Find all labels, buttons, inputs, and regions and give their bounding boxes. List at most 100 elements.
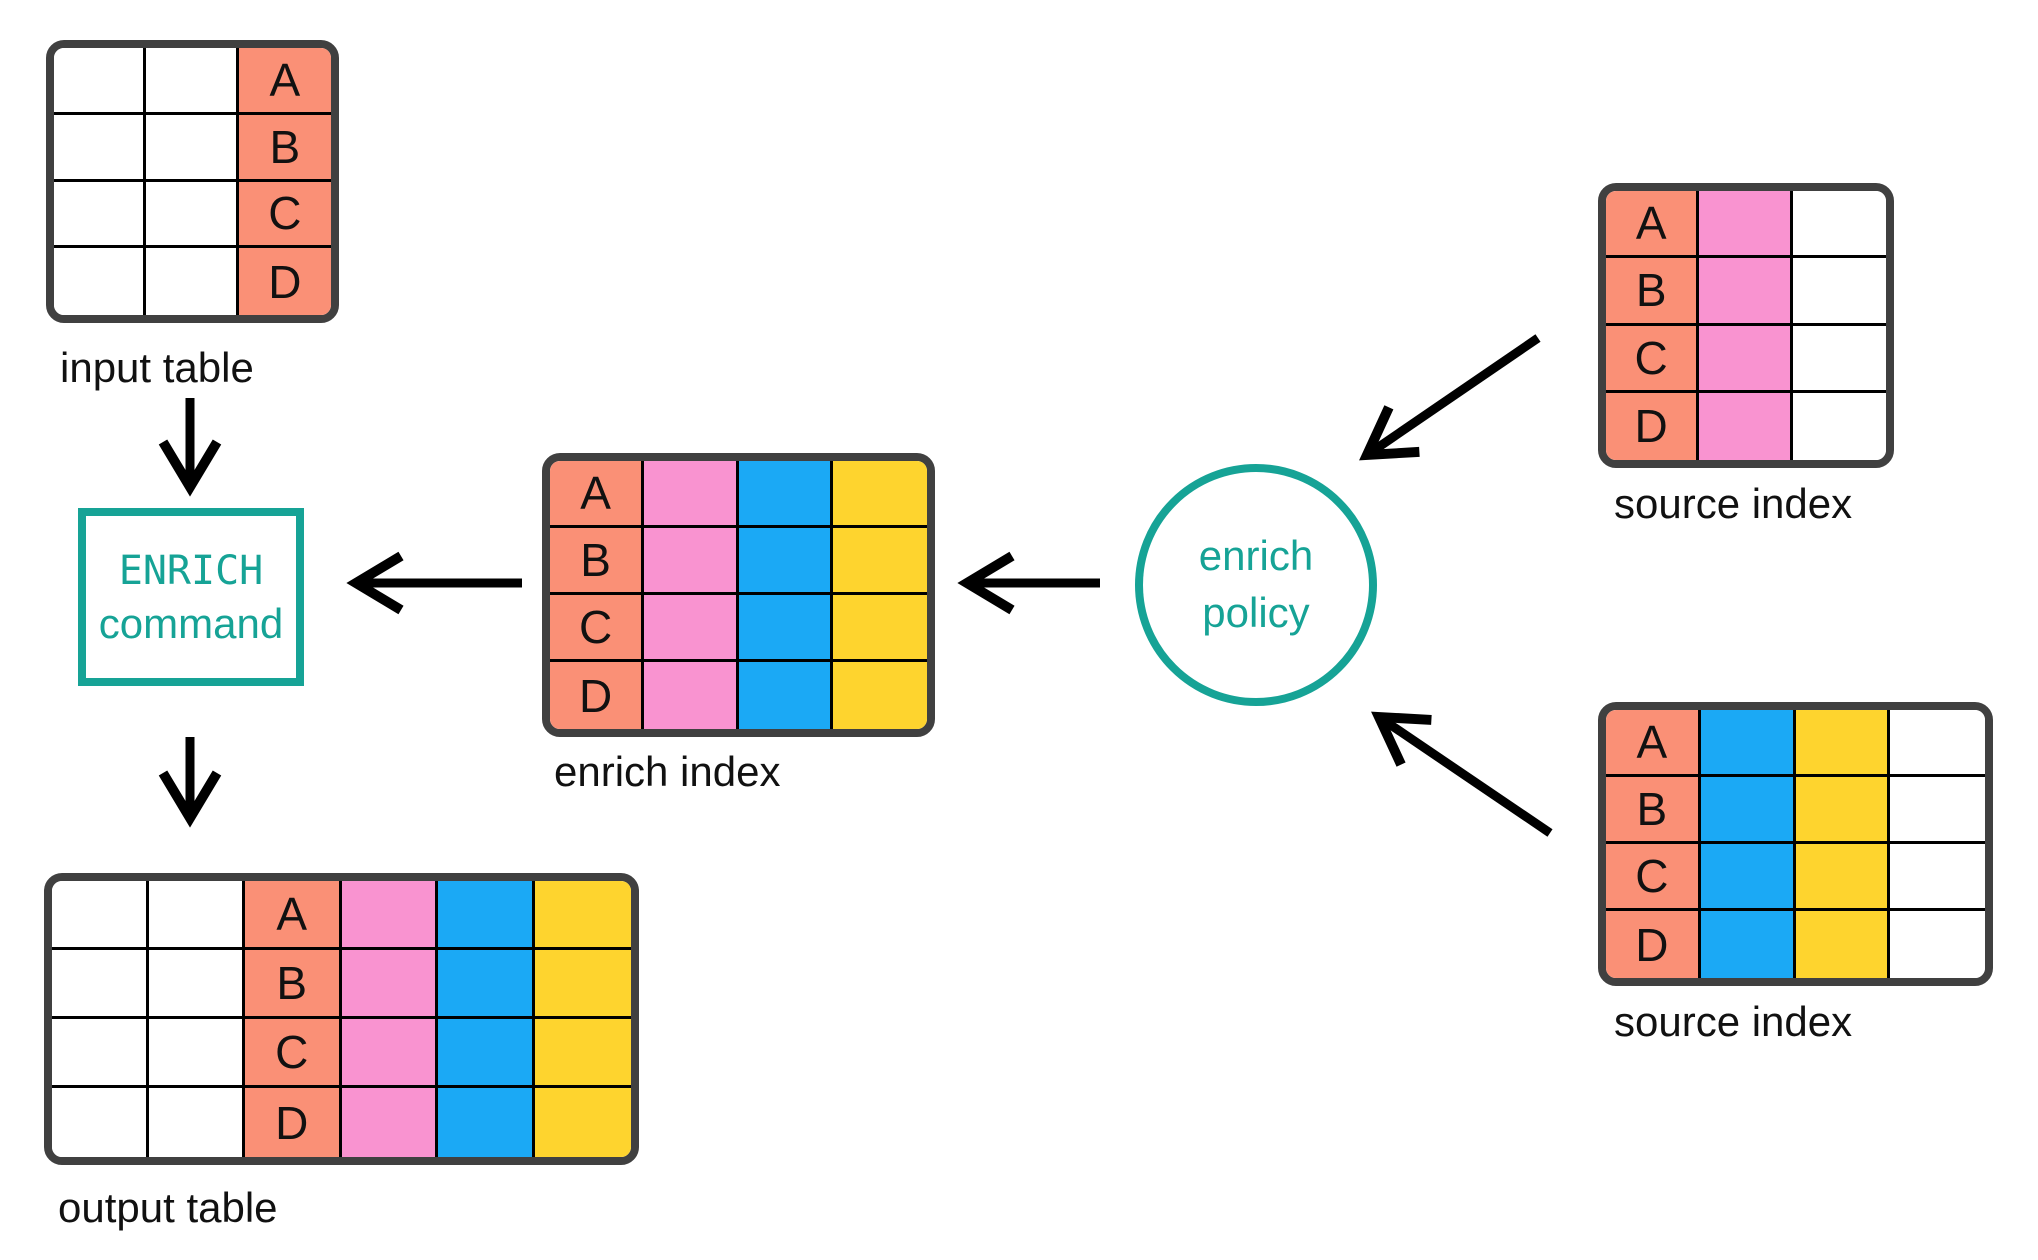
table-cell: D (1606, 911, 1701, 978)
table-cell (341, 950, 438, 1019)
enrich-command-keyword: ENRICH (118, 547, 264, 594)
source-index-top-caption: source index (1614, 480, 1853, 527)
table-cell (534, 950, 631, 1019)
table-cell (1699, 191, 1793, 259)
table-cell (1890, 710, 1985, 777)
table-cell (644, 662, 739, 729)
table-cell (438, 881, 535, 950)
enrich-policy-circle: enrich policy (1135, 464, 1377, 706)
table-cell (438, 950, 535, 1019)
table-cell (832, 595, 927, 662)
table-cell (1795, 710, 1891, 777)
table-cell (148, 1088, 245, 1157)
table-cell: B (550, 528, 645, 595)
table-cell (1700, 777, 1796, 844)
table-cell (738, 595, 833, 662)
table-cell (1792, 258, 1886, 326)
table-cell: C (238, 181, 331, 249)
cell-letter: B (1636, 783, 1668, 835)
arrow-source-index-top-to-enrich-policy (1359, 334, 1541, 461)
cell-letter: C (579, 601, 613, 653)
table-cell (341, 881, 438, 950)
table-cell (52, 881, 149, 950)
table-cell: C (1606, 844, 1701, 911)
table-cell: B (1606, 258, 1700, 326)
cell-letter: C (1635, 850, 1669, 902)
table-cell (1890, 911, 1985, 978)
table-cell: B (245, 950, 342, 1019)
table-cell (438, 1088, 535, 1157)
table-cell: D (238, 248, 331, 315)
table-cell (1700, 844, 1796, 911)
table-cell (832, 528, 927, 595)
cell-letter: C (275, 1026, 309, 1078)
arrow-source-index-bottom-to-enrich-policy (1371, 711, 1553, 837)
table-cell (644, 595, 739, 662)
table-cell (54, 114, 147, 182)
table-cell (738, 528, 833, 595)
table-cell (146, 48, 239, 115)
table-cell (341, 1088, 438, 1157)
table-cell (52, 950, 149, 1019)
table-cell: C (550, 595, 645, 662)
table-cell (644, 461, 739, 528)
table-cell (1792, 392, 1886, 460)
table-cell (52, 1019, 149, 1088)
enrich-index-caption: enrich index (554, 748, 781, 795)
table-cell (1699, 325, 1793, 393)
table-cell: D (1606, 392, 1700, 460)
table-cell (148, 1019, 245, 1088)
table-cell: B (238, 114, 331, 182)
table-cell: C (1606, 325, 1700, 393)
cell-letter: A (269, 53, 301, 106)
output-table-caption: output table (58, 1184, 278, 1231)
enrich-command-box: ENRICH command (78, 508, 304, 686)
table-cell (341, 1019, 438, 1088)
cell-letter: B (269, 120, 301, 173)
cell-letter: A (1636, 716, 1668, 768)
cell-letter: B (276, 957, 308, 1009)
table-cell: A (1606, 191, 1700, 259)
enrich-policy-word2: policy (1202, 589, 1310, 636)
cell-letter: A (580, 467, 611, 519)
cell-letter: D (268, 255, 302, 308)
cell-letter: A (1635, 197, 1667, 250)
cell-letter: C (1634, 331, 1668, 384)
cell-letter: D (1634, 400, 1668, 453)
table-cell (1699, 258, 1793, 326)
table-cell (644, 528, 739, 595)
table-cell (54, 248, 147, 315)
table-cell (1795, 844, 1891, 911)
table-cell (534, 1019, 631, 1088)
table-cell (54, 181, 147, 249)
table-cell: D (245, 1088, 342, 1157)
table-cell (738, 461, 833, 528)
table-cell (1699, 392, 1793, 460)
table-cell (1700, 911, 1796, 978)
table-cell (146, 114, 239, 182)
table-cell (1890, 777, 1985, 844)
table-cell: A (550, 461, 645, 528)
cell-letter: C (268, 187, 302, 240)
cell-letter: A (276, 888, 308, 940)
cell-letter: D (1635, 918, 1669, 971)
table-cell (1792, 325, 1886, 393)
cell-letter: D (579, 669, 613, 722)
input-table-caption: input table (60, 344, 254, 391)
table-cell: A (1606, 710, 1701, 777)
table-cell: B (1606, 777, 1701, 844)
table-cell (438, 1019, 535, 1088)
table-cell (832, 461, 927, 528)
cell-letter: B (580, 534, 611, 586)
enrich-policy-word1: enrich (1198, 532, 1314, 580)
table-cell: C (245, 1019, 342, 1088)
table-cell (146, 181, 239, 249)
table-cell (1795, 777, 1891, 844)
table-cell (1890, 844, 1985, 911)
cell-letter: B (1635, 264, 1667, 317)
